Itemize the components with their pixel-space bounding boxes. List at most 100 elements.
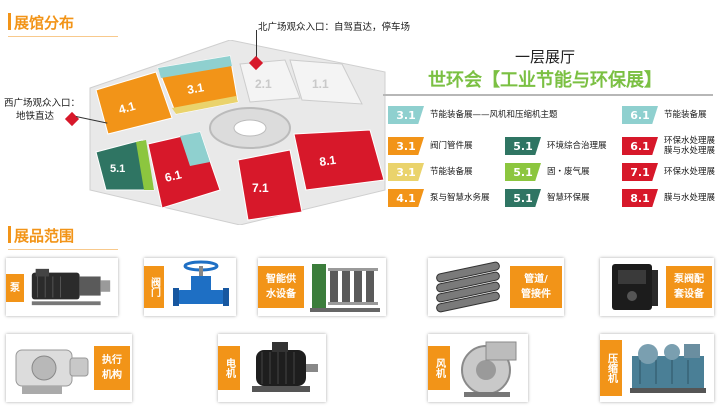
product-label-line: 管接件	[521, 289, 551, 300]
product-label-valve: 阀门	[144, 266, 164, 308]
legend-hall-badge: 6.1	[622, 106, 658, 124]
legend-item: 6.1 环保水处理展 膜与水处理展	[622, 136, 715, 156]
product-label-line: 泵阀配	[674, 274, 704, 285]
legend-rule	[383, 94, 713, 96]
hall-8-1-shape	[293, 129, 385, 191]
pipes-icon	[436, 261, 500, 313]
north-entrance-label: 北广场观众入口：自驾直达，停车场	[258, 22, 411, 33]
hall-3-1-teal-strip	[158, 56, 232, 78]
product-card-pipes: 管道/ 管接件	[428, 258, 564, 316]
legend-hall-badge: 5.1	[505, 163, 541, 181]
legend-item: 3.1 阀门管件展	[388, 137, 473, 155]
hall-label-2-1: 2.1	[255, 77, 272, 91]
legend-label-multiline: 环保水处理展 膜与水处理展	[664, 136, 715, 156]
product-card-actuator: 执行 机构	[6, 334, 132, 402]
product-label-line: 水设备	[266, 289, 296, 300]
fan-icon	[461, 341, 517, 397]
legend-item: 7.1 环保水处理展	[622, 163, 715, 181]
legend-label: 泵与智慧水务展	[430, 193, 490, 203]
hall-label-6-1: 6.1	[163, 167, 183, 185]
legend-label: 智慧环保展	[547, 193, 590, 203]
product-label-line: 智能供	[266, 274, 296, 285]
legend-label: 固・废气展	[547, 167, 590, 177]
product-card-motor: 电机	[218, 334, 326, 402]
product-label-line: 执行	[102, 355, 122, 366]
legend-label: 膜与水处理展	[664, 193, 716, 203]
product-label-pipes: 管道/ 管接件	[510, 266, 562, 308]
product-label-compressor: 压缩机	[600, 340, 622, 396]
product-label-water-supply: 智能供 水设备	[258, 266, 304, 308]
legend-item: 3.1 节能装备展	[388, 163, 473, 181]
legend-item: 5.1 环境综合治理展	[505, 137, 607, 155]
hall-label-1-1: 1.1	[312, 77, 329, 91]
central-roundabout-inner	[233, 119, 267, 137]
legend-label: 环境综合治理展	[547, 141, 607, 151]
hall-label-3-1: 3.1	[186, 80, 205, 97]
hall-label-7-1: 7.1	[252, 181, 269, 195]
legend-hall-badge: 8.1	[622, 189, 658, 207]
legend-item: 5.1 固・废气展	[505, 163, 590, 181]
product-card-fan: 风机	[428, 334, 528, 402]
legend-item: 8.1 膜与水处理展	[622, 189, 715, 207]
product-label-compressor-text: 压缩机	[605, 353, 617, 383]
actuator-icon	[15, 349, 89, 394]
compressor-icon	[630, 344, 706, 393]
legend-label: 节能装备展——风机和压缩机主题	[430, 110, 558, 120]
product-card-compressor: 压缩机	[600, 334, 714, 402]
hall-5-1-lime-strip	[136, 140, 154, 190]
product-label-fan: 风机	[428, 346, 450, 390]
hall-3-1-yellow-strip	[172, 96, 238, 114]
hall-2-1-shape	[239, 59, 301, 103]
legend-hall-badge: 4.1	[388, 189, 424, 207]
product-card-water-supply: 智能供 水设备	[258, 258, 386, 316]
west-entrance-label-line2: 地铁直达	[16, 111, 55, 122]
hall-6-1-teal-strip	[180, 132, 210, 166]
product-label-motor: 电机	[218, 346, 240, 390]
scope-section-title: 展品范围	[8, 225, 74, 246]
hall-map-graphic: 4.1 3.1 2.1 1.1 5.1 6.1 7.1 8.1	[89, 40, 386, 225]
legend-label: 阀门管件展	[430, 141, 473, 151]
product-label-actuator: 执行 机构	[94, 346, 130, 390]
legend-hall-badge: 3.1	[388, 137, 424, 155]
hall-label-8-1: 8.1	[318, 153, 337, 169]
hall-1-1-shape	[289, 59, 363, 105]
legend-item: 5.1 智慧环保展	[505, 189, 590, 207]
product-card-drive-box: 泵阀配 套设备	[600, 258, 714, 316]
legend-hall-badge: 5.1	[505, 189, 541, 207]
layout-section-rule	[8, 36, 118, 37]
expo-title: 世环会【工业节能与环保展】	[428, 70, 662, 91]
product-label-valve-text: 阀门	[148, 277, 160, 297]
hall-label-4-1: 4.1	[117, 99, 137, 117]
pump-icon	[31, 268, 111, 306]
legend-label: 节能装备展	[430, 167, 473, 177]
hall-label-5-1: 5.1	[110, 163, 125, 175]
legend-hall-badge: 5.1	[505, 137, 541, 155]
legend-item: 6.1 节能装备展	[622, 106, 707, 124]
legend-hall-badge: 7.1	[622, 163, 658, 181]
legend-label-line: 环保水处理展	[664, 136, 716, 146]
legend-label: 节能装备展	[664, 110, 707, 120]
product-label-drive-box: 泵阀配 套设备	[666, 266, 712, 308]
motor-icon	[252, 342, 318, 392]
product-label-line: 管道/	[524, 274, 548, 285]
scope-section-rule	[8, 249, 118, 250]
hall-map: 4.1 3.1 2.1 1.1 5.1 6.1 7.1 8.1	[80, 40, 390, 225]
drive-control-box-icon	[612, 264, 658, 310]
legend-hall-badge: 6.1	[622, 137, 658, 155]
product-label-line: 套设备	[674, 289, 704, 300]
hall-7-1-shape	[237, 149, 303, 221]
west-entrance-label-line1: 西广场观众入口：	[4, 98, 81, 109]
product-card-pump: 泵	[6, 258, 118, 316]
product-label-motor-text: 电机	[223, 358, 235, 378]
legend-item: 4.1 泵与智慧水务展	[388, 189, 490, 207]
west-entrance-marker	[64, 111, 80, 127]
product-label-pump: 泵	[6, 274, 24, 302]
product-label-fan-text: 风机	[433, 358, 445, 378]
product-card-valve: 阀门	[144, 258, 236, 316]
floor-title: 一层展厅	[514, 48, 575, 66]
product-label-line: 机构	[102, 370, 122, 381]
legend-hall-badge: 3.1	[388, 106, 424, 124]
valve-icon	[173, 260, 229, 306]
north-entrance-leader	[256, 30, 257, 60]
water-supply-equipment-icon	[310, 264, 380, 312]
